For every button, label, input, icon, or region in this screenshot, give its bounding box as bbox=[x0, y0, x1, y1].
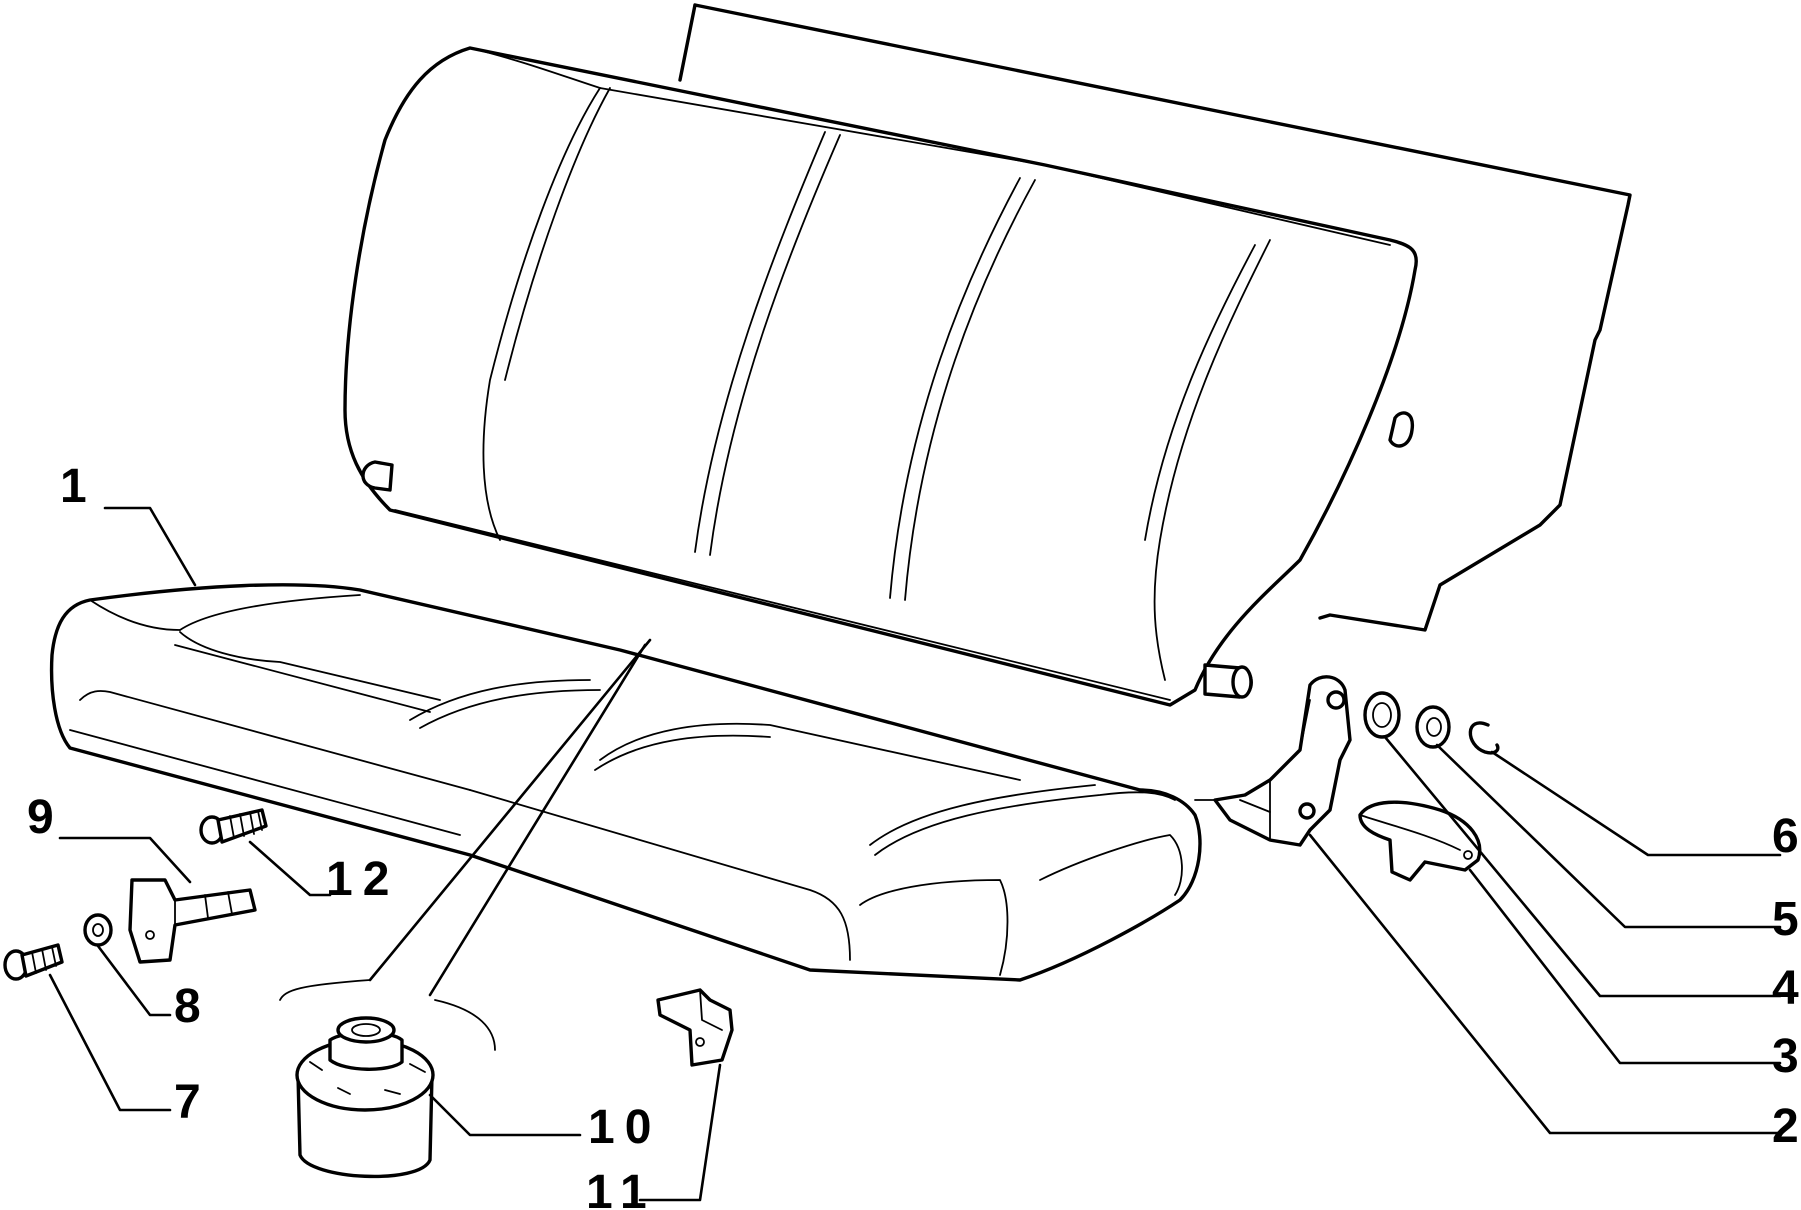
callout-labels: 1 2 3 4 5 6 7 8 9 10 11 12 bbox=[27, 460, 1801, 1210]
callout-4: 4 bbox=[1772, 962, 1801, 1015]
callout-2: 2 bbox=[1772, 1100, 1801, 1153]
callout-10: 10 bbox=[588, 1101, 661, 1154]
callout-12: 12 bbox=[326, 853, 399, 906]
backrest-cushion bbox=[343, 46, 1418, 707]
callout-9: 9 bbox=[27, 791, 64, 844]
hinge-cover-cap bbox=[1358, 800, 1482, 882]
callout-11: 11 bbox=[586, 1166, 657, 1210]
retaining-clip-6 bbox=[1468, 721, 1500, 755]
callout-8: 8 bbox=[174, 980, 211, 1033]
nut-8 bbox=[83, 913, 113, 947]
callout-6: 6 bbox=[1772, 810, 1801, 863]
washer-4 bbox=[1363, 691, 1401, 739]
hinge-9 bbox=[128, 878, 257, 964]
seat-cushion bbox=[49, 583, 1202, 982]
callout-7: 7 bbox=[174, 1076, 211, 1129]
seat-hinge-bracket bbox=[1194, 675, 1352, 847]
hinge-11 bbox=[656, 988, 734, 1067]
callout-5: 5 bbox=[1772, 893, 1801, 946]
reference-arc-right bbox=[434, 999, 496, 1051]
bolt-12 bbox=[199, 808, 268, 845]
washer-5 bbox=[1415, 705, 1451, 749]
bolt-7 bbox=[3, 943, 64, 981]
callout-1: 1 bbox=[60, 460, 97, 513]
callout-3: 3 bbox=[1772, 1030, 1801, 1083]
leader-lines bbox=[48, 506, 1782, 1202]
rubber-buffer-10 bbox=[295, 1016, 435, 1179]
reference-arc-left bbox=[279, 979, 371, 1001]
